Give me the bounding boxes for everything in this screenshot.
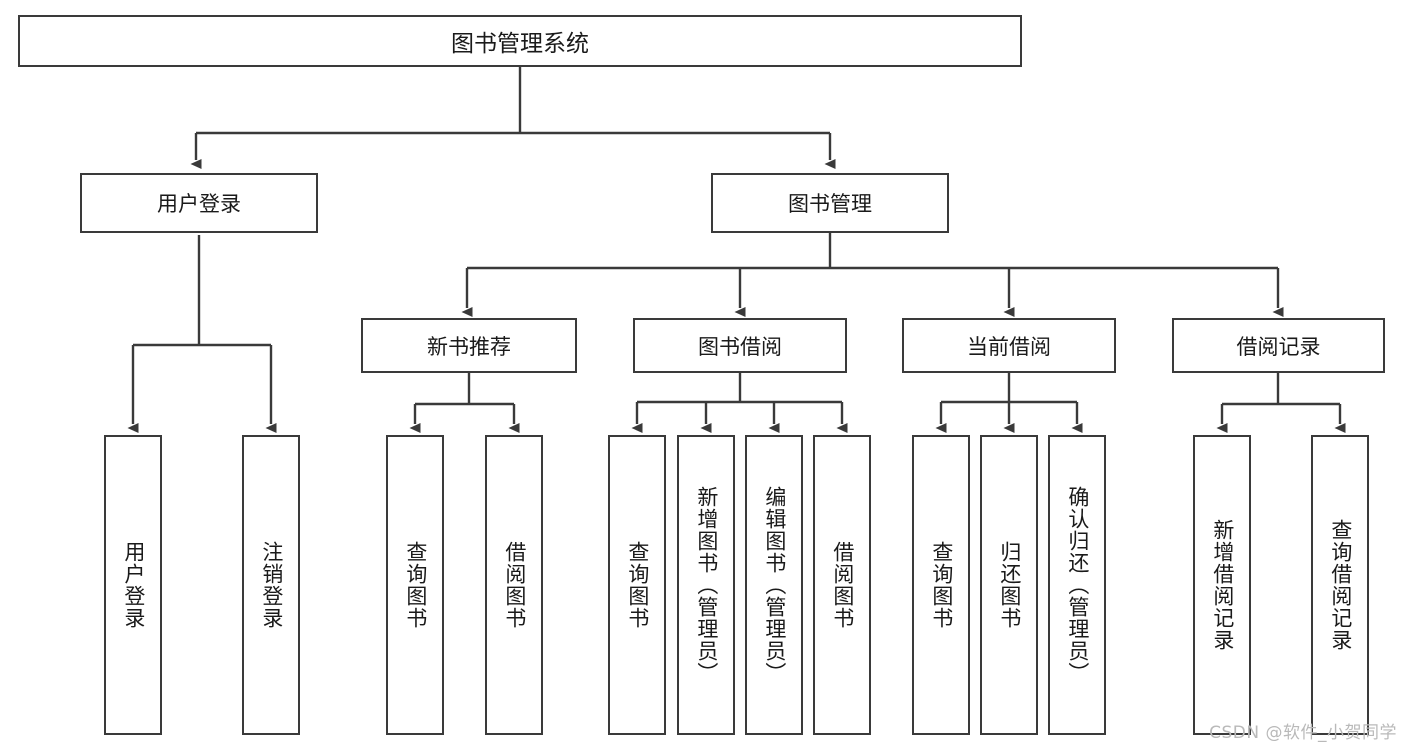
leaf-edit-book-admin-label: 编辑图书（管理员） (762, 486, 787, 684)
node-borrow-record[interactable]: 借阅记录 (1172, 318, 1385, 373)
leaf-add-book-admin-label: 新增图书（管理员） (694, 486, 719, 684)
leaf-current-query-book[interactable]: 查询图书 (912, 435, 970, 735)
node-new-book-recommend[interactable]: 新书推荐 (361, 318, 577, 373)
leaf-add-book-admin[interactable]: 新增图书（管理员） (677, 435, 735, 735)
leaf-recommend-borrow-book-label: 借阅图书 (502, 541, 527, 629)
leaf-user-login-label: 用户登录 (121, 541, 146, 629)
node-book-management-label: 图书管理 (788, 192, 872, 216)
leaf-borrow-query-book-label: 查询图书 (625, 541, 650, 629)
leaf-current-query-book-label: 查询图书 (929, 541, 954, 629)
node-current-borrow-label: 当前借阅 (967, 334, 1051, 359)
leaf-return-book[interactable]: 归还图书 (980, 435, 1038, 735)
watermark: CSDN @软件_小贺同学 (1209, 723, 1397, 743)
leaf-borrow-book[interactable]: 借阅图书 (813, 435, 871, 735)
leaf-borrow-book-label: 借阅图书 (830, 541, 855, 629)
leaf-confirm-return-admin-label: 确认归还（管理员） (1065, 486, 1090, 684)
node-user-login-label: 用户登录 (157, 192, 241, 216)
node-root-label: 图书管理系统 (451, 31, 589, 57)
node-root-system[interactable]: 图书管理系统 (18, 15, 1022, 67)
node-borrow-record-label: 借阅记录 (1236, 334, 1321, 359)
leaf-logout[interactable]: 注销登录 (242, 435, 300, 735)
node-current-borrow[interactable]: 当前借阅 (902, 318, 1116, 373)
leaf-recommend-query-book-label: 查询图书 (403, 541, 428, 629)
leaf-user-login[interactable]: 用户登录 (104, 435, 162, 735)
node-book-management[interactable]: 图书管理 (711, 173, 949, 233)
leaf-confirm-return-admin[interactable]: 确认归还（管理员） (1048, 435, 1106, 735)
leaf-add-borrow-record-label: 新增借阅记录 (1210, 519, 1235, 651)
leaf-query-borrow-record[interactable]: 查询借阅记录 (1311, 435, 1369, 735)
leaf-edit-book-admin[interactable]: 编辑图书（管理员） (745, 435, 803, 735)
node-book-borrow[interactable]: 图书借阅 (633, 318, 847, 373)
leaf-add-borrow-record[interactable]: 新增借阅记录 (1193, 435, 1251, 735)
leaf-recommend-borrow-book[interactable]: 借阅图书 (485, 435, 543, 735)
node-new-book-recommend-label: 新书推荐 (427, 334, 511, 359)
leaf-recommend-query-book[interactable]: 查询图书 (386, 435, 444, 735)
leaf-borrow-query-book[interactable]: 查询图书 (608, 435, 666, 735)
leaf-query-borrow-record-label: 查询借阅记录 (1328, 519, 1353, 651)
node-book-borrow-label: 图书借阅 (698, 334, 782, 359)
node-user-login[interactable]: 用户登录 (80, 173, 318, 233)
leaf-return-book-label: 归还图书 (997, 541, 1022, 629)
leaf-logout-label: 注销登录 (259, 541, 284, 629)
